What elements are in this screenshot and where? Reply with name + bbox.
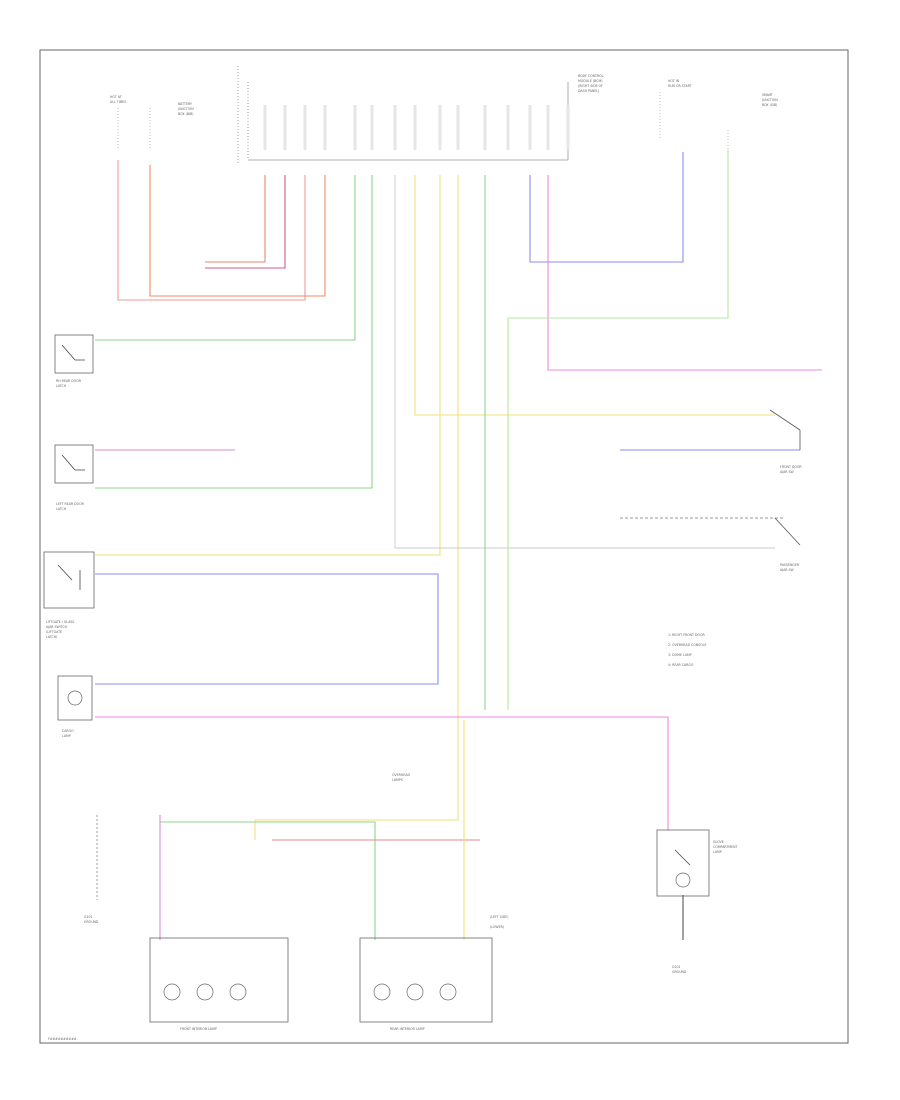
pin-mark [566,105,570,150]
pin-labels [263,105,570,150]
svg-text:JUNCTION: JUNCTION [761,98,778,102]
svg-text:LAMP: LAMP [713,850,722,854]
svg-text:DASH PANEL): DASH PANEL) [578,89,599,93]
svg-text:LATCH: LATCH [56,507,67,511]
pin-mark [283,105,287,150]
svg-text:G101: G101 [84,915,93,919]
svg-text:2: OVERHEAD CONSOLE: 2: OVERHEAD CONSOLE [668,643,706,647]
passenger-ajar-switch: PASSENGER AJAR SW [774,517,801,572]
footer-code: F########## [48,1037,77,1041]
battery-junction-label: BATTERY JUNCTION BOX (BJB) [177,102,194,116]
pin-mark [506,105,510,150]
svg-text:OVERHEAD: OVERHEAD [392,773,410,777]
pin-mark [263,105,267,150]
fuse-hot-at-all-times: HOT AT ALL TIMES [110,95,151,150]
pin-mark [546,105,550,150]
svg-text:GROUND: GROUND [672,970,687,974]
lh-rear-door-latch: LEFT REAR DOOR LATCH [54,444,94,511]
svg-text:REAR INTERIOR LAMP: REAR INTERIOR LAMP [390,1027,425,1031]
svg-text:G201: G201 [672,965,681,969]
svg-text:BOX (BJB): BOX (BJB) [178,112,193,116]
cargo-lamp: CARGO LAMP [57,675,93,738]
svg-text:LAMPS: LAMPS [392,778,403,782]
svg-text:RUN OR START: RUN OR START [668,84,692,88]
front-interior-lamp: FRONT INTERIOR LAMP [149,937,289,1031]
glove-box-lamp: GLOVE COMPARTMENT LAMP [656,829,737,897]
pin-mark [393,105,397,150]
rh-rear-door-latch: RH REAR DOOR LATCH [54,334,94,388]
svg-text:HOT IN: HOT IN [668,79,680,83]
svg-text:(LIFTGATE: (LIFTGATE [46,630,62,634]
svg-text:GROUND: GROUND [84,920,99,924]
svg-text:PASSENGER: PASSENGER [780,563,800,567]
svg-text:LATCH: LATCH [56,384,67,388]
diagram-border [39,49,849,1044]
smart-junction-label: SMART JUNCTION BOX (SJB) [761,93,778,107]
svg-text:MODULE (BCM): MODULE (BCM) [578,79,602,83]
fuse-hot-in-run: HOT IN RUN OR START [659,79,729,150]
svg-text:LATCH): LATCH) [46,635,57,639]
svg-text:HOT AT: HOT AT [110,95,122,99]
svg-text:AJAR SW: AJAR SW [780,470,794,474]
wires [95,150,822,940]
svg-text:4: REAR CARGO: 4: REAR CARGO [668,663,694,667]
rear-interior-lamp: REAR INTERIOR LAMP [359,937,493,1031]
svg-text:3: DOME LAMP: 3: DOME LAMP [668,653,692,657]
pin-mark [353,105,357,150]
ground-right: G201 GROUND [672,965,687,974]
svg-text:CARGO: CARGO [62,729,74,733]
svg-text:BATTERY: BATTERY [178,102,192,106]
pin-mark [528,105,532,150]
legend: 1: RIGHT FRONT DOOR 2: OVERHEAD CONSOLE … [668,633,706,667]
svg-text:FRONT DOOR: FRONT DOOR [780,465,802,469]
svg-text:FRONT INTERIOR LAMP: FRONT INTERIOR LAMP [180,1027,217,1031]
svg-text:LAMP: LAMP [62,734,71,738]
svg-text:COMPARTMENT: COMPARTMENT [713,845,737,849]
svg-text:(RIGHT SIDE OF: (RIGHT SIDE OF [578,84,603,88]
overhead-splice-label: OVERHEAD LAMPS (LEFT SIDE) (LOWER) [392,773,508,929]
svg-text:AJAR SWITCH: AJAR SWITCH [46,625,68,629]
svg-text:RH REAR DOOR: RH REAR DOOR [56,379,82,383]
svg-text:LEFT REAR DOOR: LEFT REAR DOOR [56,502,85,506]
pin-mark [303,105,307,150]
pin-mark [456,105,460,150]
svg-text:ALL TIMES: ALL TIMES [110,100,126,104]
bcm-title: BODY CONTROL MODULE (BCM) (RIGHT SIDE OF… [578,74,604,93]
svg-text:BOX (SJB): BOX (SJB) [762,103,777,107]
bcm-connector-area: BODY CONTROL MODULE (BCM) (RIGHT SIDE OF… [237,66,604,165]
pin-mark [323,105,327,150]
pin-mark [413,105,417,150]
pin-mark [483,105,487,150]
svg-text:(LOWER): (LOWER) [490,925,504,929]
svg-text:SMART: SMART [762,93,773,97]
svg-text:(LEFT SIDE): (LEFT SIDE) [490,915,508,919]
svg-text:GLOVE: GLOVE [713,840,724,844]
liftgate-ajar-switch: LIFTGATE / GLASS AJAR SWITCH (LIFTGATE L… [43,551,95,639]
svg-text:BODY CONTROL: BODY CONTROL [578,74,604,78]
svg-text:JUNCTION: JUNCTION [177,107,194,111]
pin-mark [370,105,374,150]
ground-left: G101 GROUND [84,915,99,924]
svg-text:1: RIGHT FRONT DOOR: 1: RIGHT FRONT DOOR [668,633,705,637]
pin-mark [438,105,442,150]
front-door-ajar-switch: FRONT DOOR AJAR SW [769,409,802,474]
svg-text:AJAR SW: AJAR SW [780,568,794,572]
svg-text:LIFTGATE / GLASS: LIFTGATE / GLASS [46,620,74,624]
